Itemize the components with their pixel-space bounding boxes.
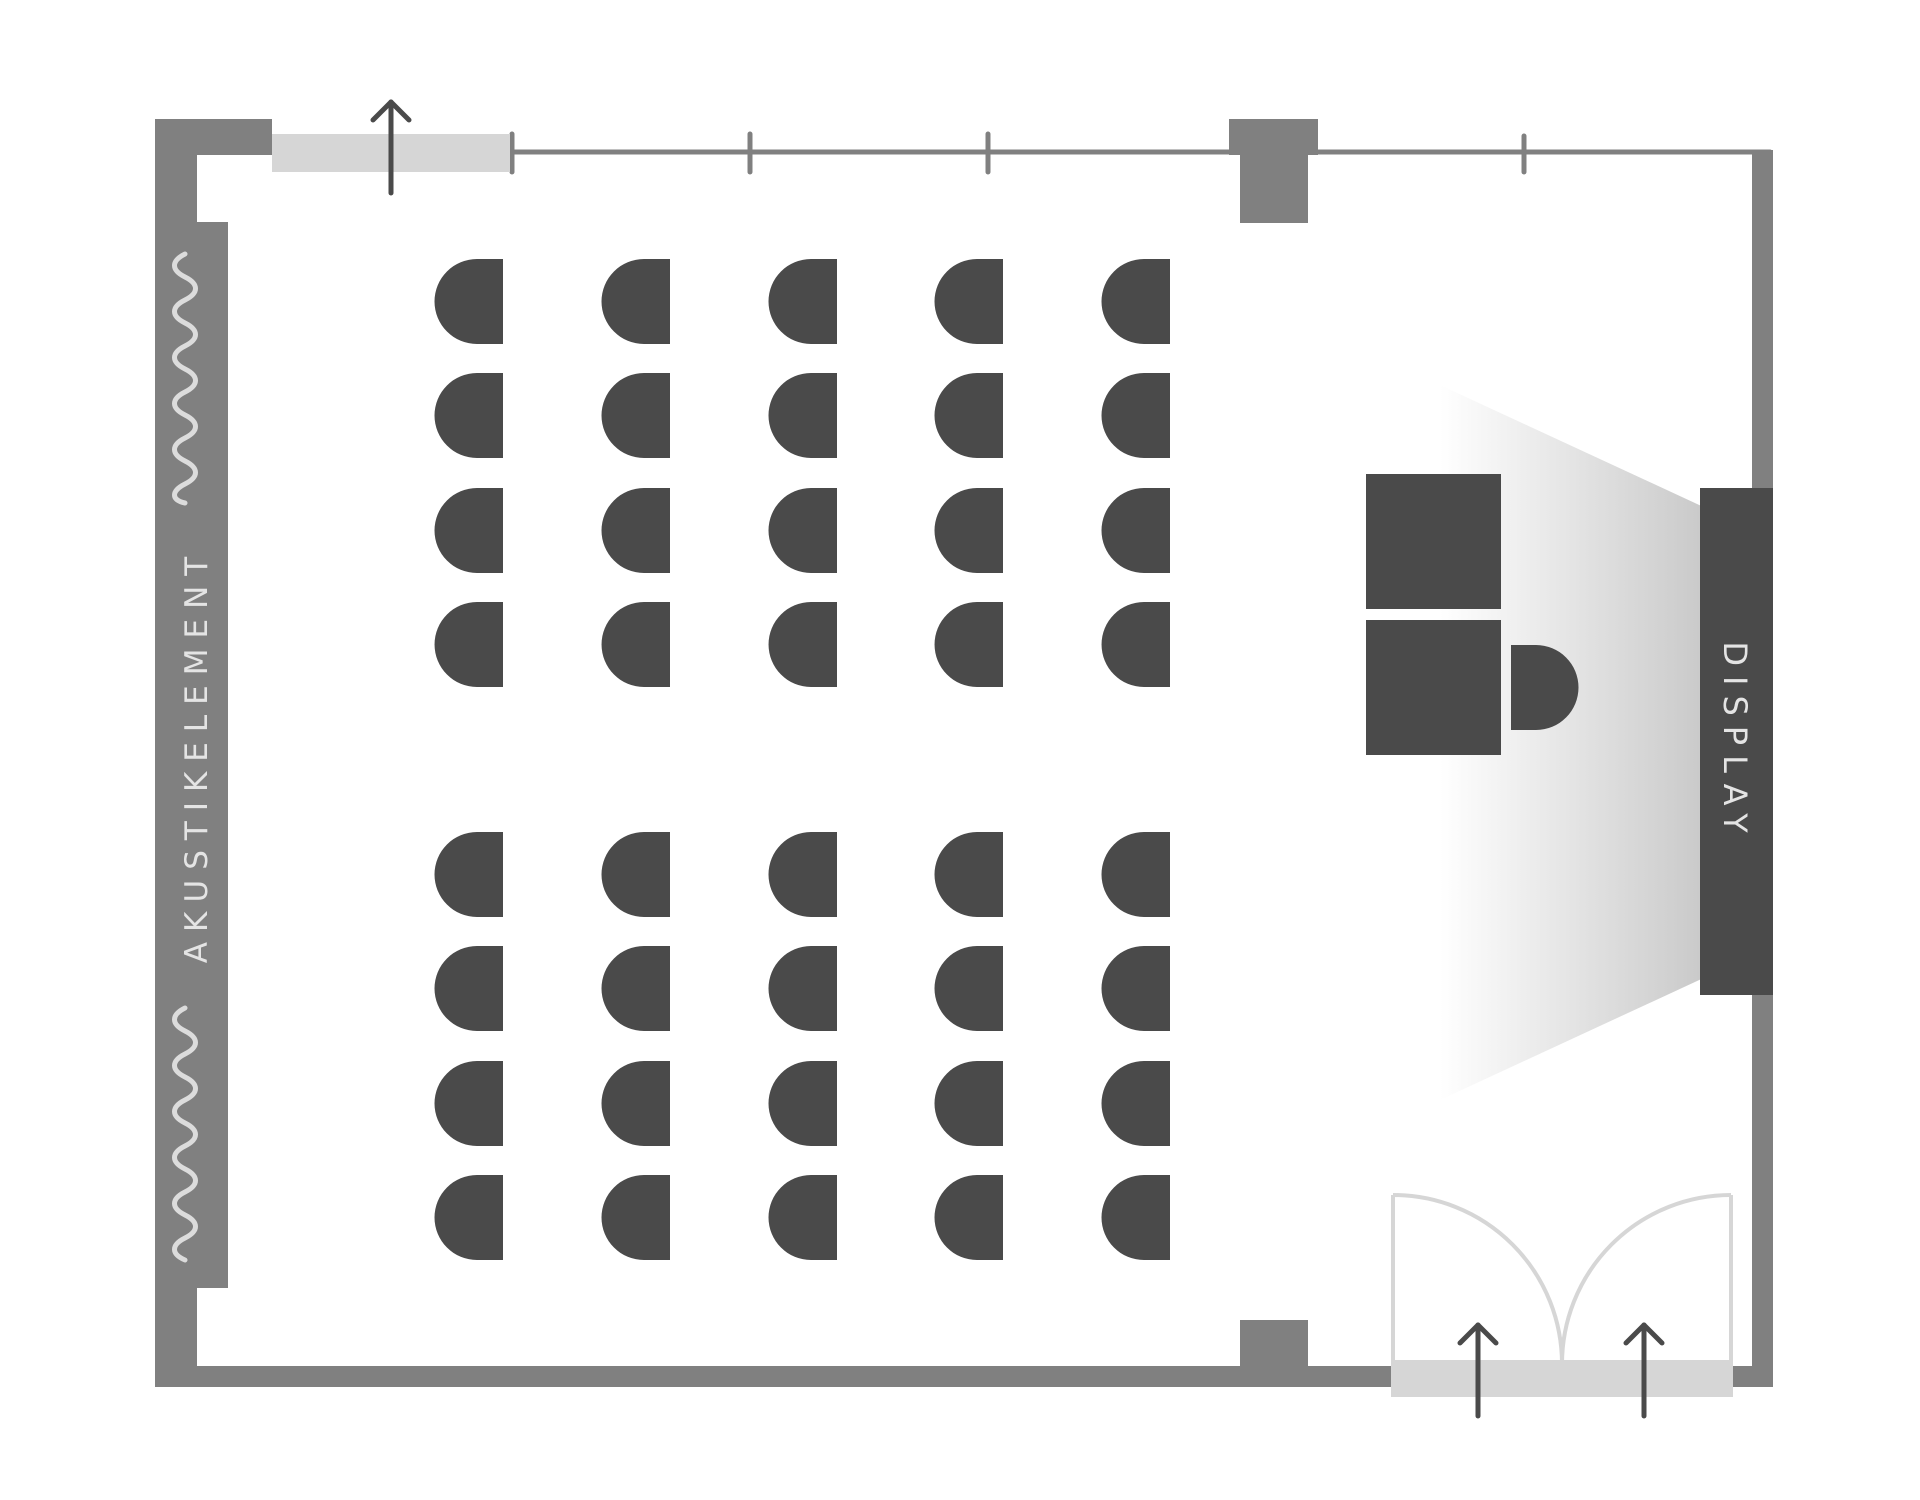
wall-left: [155, 119, 197, 1387]
display: [1700, 488, 1773, 995]
seat: [601, 259, 670, 344]
seat: [434, 1061, 503, 1146]
seat: [934, 832, 1003, 917]
seat: [601, 373, 670, 458]
seat: [601, 1175, 670, 1260]
window-line: [507, 131, 1773, 175]
seat: [1101, 946, 1170, 1031]
column-bottom: [1240, 1320, 1308, 1368]
column-top-stem: [1240, 150, 1308, 223]
wall-bottom: [155, 1366, 1391, 1387]
wall-top-left: [155, 119, 272, 155]
seat: [434, 373, 503, 458]
seat: [934, 946, 1003, 1031]
seat: [1101, 1061, 1170, 1146]
seat: [434, 832, 503, 917]
entry-arrow-up-icon: [1457, 1322, 1499, 1419]
seat: [434, 488, 503, 573]
seat: [934, 259, 1003, 344]
seat: [934, 1061, 1003, 1146]
seat: [1101, 373, 1170, 458]
entrance-door-swing: [1391, 1193, 1733, 1365]
seat: [934, 488, 1003, 573]
entry-arrow-up-icon: [1623, 1322, 1665, 1419]
column-top: [1229, 119, 1318, 155]
seating-area: [434, 259, 1170, 1260]
seat: [1101, 259, 1170, 344]
seat: [768, 259, 837, 344]
seat: [768, 832, 837, 917]
seat: [1101, 832, 1170, 917]
presenter-desk: [1366, 474, 1501, 609]
seat: [434, 259, 503, 344]
seat: [934, 1175, 1003, 1260]
seat: [434, 946, 503, 1031]
seat: [601, 488, 670, 573]
display-viewing-area: [1440, 385, 1710, 1100]
seat: [768, 946, 837, 1031]
seat: [768, 1061, 837, 1146]
seat: [1101, 488, 1170, 573]
exit-arrow-up-icon: [370, 99, 412, 196]
entrance-door-threshold[interactable]: [1391, 1360, 1733, 1397]
seat: [768, 488, 837, 573]
seat: [434, 602, 503, 687]
seat: [1101, 1175, 1170, 1260]
acoustic-wave-icon: [172, 251, 198, 1263]
seat: [768, 1175, 837, 1260]
seat: [601, 602, 670, 687]
acoustic-panel-label: AKUSTIKELEMENT: [179, 547, 215, 963]
acoustic-panel: [195, 222, 228, 1288]
seat: [768, 602, 837, 687]
seat: [601, 946, 670, 1031]
seat: [934, 373, 1003, 458]
seat: [1101, 602, 1170, 687]
seat: [934, 602, 1003, 687]
seat: [434, 1175, 503, 1260]
display-label: DISPLAY: [1716, 641, 1754, 842]
seat: [601, 832, 670, 917]
presenter-desk: [1366, 620, 1501, 755]
seat: [768, 373, 837, 458]
presenter-chair: [1511, 645, 1579, 730]
seat: [601, 1061, 670, 1146]
